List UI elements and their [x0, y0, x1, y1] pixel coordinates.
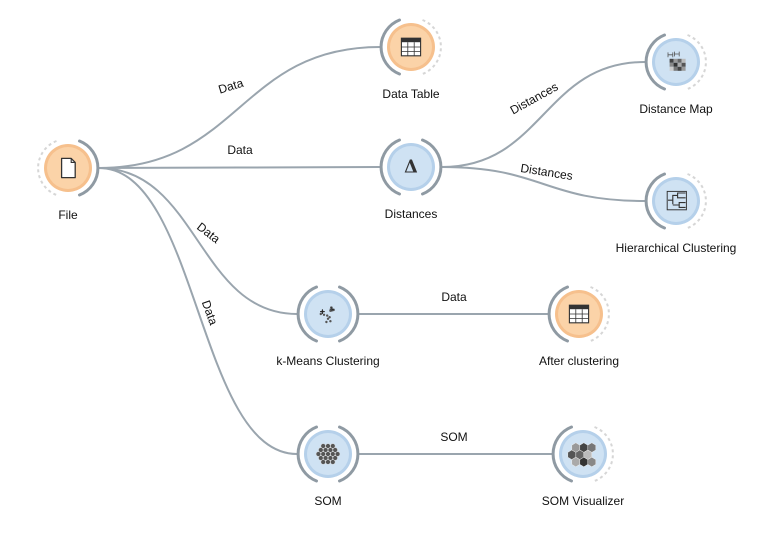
output-anchor-empty — [687, 173, 707, 229]
node-kmeans[interactable] — [296, 285, 360, 343]
edge-file-to-distances[interactable] — [98, 166, 381, 169]
edge-distances-to-distance-map[interactable] — [441, 61, 646, 168]
edge-label: Distances — [508, 80, 561, 118]
node-label-hierarchical-clustering: Hierarchical Clustering — [615, 241, 737, 255]
output-anchor-empty — [687, 34, 707, 90]
node-label-kmeans: k-Means Clustering — [276, 354, 380, 368]
node-label-distances: Distances — [384, 207, 438, 221]
table-icon — [400, 37, 422, 57]
node-hierarchical-clustering[interactable] — [644, 172, 707, 230]
edge-label: Data — [441, 290, 467, 304]
node-som[interactable] — [296, 425, 360, 483]
node-som-visualizer[interactable] — [551, 425, 614, 483]
output-anchor-empty — [594, 426, 614, 482]
node-distance-map[interactable] — [644, 33, 707, 91]
node-label-distance-map: Distance Map — [639, 102, 713, 116]
output-anchor-empty — [590, 286, 610, 342]
output-anchor-empty — [422, 19, 442, 75]
edge-distances-to-hierarchical-clustering[interactable] — [441, 166, 646, 202]
node-file[interactable] — [37, 139, 100, 197]
edge-file-to-som[interactable] — [98, 167, 298, 455]
edge-file-to-data-table[interactable] — [98, 46, 381, 169]
edge-label: Data — [227, 143, 253, 157]
input-anchor[interactable] — [296, 425, 318, 483]
input-anchor[interactable] — [551, 425, 573, 483]
edge-label: Data — [217, 76, 246, 97]
node-label-data-table: Data Table — [382, 87, 440, 101]
input-anchor[interactable] — [644, 33, 666, 91]
node-body — [307, 293, 349, 335]
output-anchor[interactable] — [78, 139, 100, 197]
node-distances[interactable] — [379, 138, 443, 196]
node-data-table[interactable] — [379, 18, 442, 76]
node-after-clustering[interactable] — [547, 285, 610, 343]
node-label-som: SOM — [314, 494, 342, 508]
input-anchor[interactable] — [379, 18, 401, 76]
input-anchor-empty — [37, 140, 57, 196]
node-body — [655, 180, 697, 222]
node-label-file: File — [58, 208, 78, 222]
node-label-som-visualizer: SOM Visualizer — [541, 494, 625, 508]
edge-file-to-kmeans[interactable] — [98, 167, 298, 315]
edge-label: SOM — [440, 430, 467, 444]
output-anchor[interactable] — [338, 285, 360, 343]
input-anchor[interactable] — [296, 285, 318, 343]
document-icon — [60, 157, 76, 179]
input-anchor[interactable] — [379, 138, 401, 196]
input-anchor[interactable] — [644, 172, 666, 230]
delta-icon — [404, 156, 419, 178]
output-anchor[interactable] — [338, 425, 360, 483]
node-label-after-clustering: After clustering — [538, 354, 620, 368]
input-anchor[interactable] — [547, 285, 569, 343]
table-icon — [568, 304, 590, 324]
output-anchor[interactable] — [421, 138, 443, 196]
som-visualizer-icon — [567, 442, 597, 468]
